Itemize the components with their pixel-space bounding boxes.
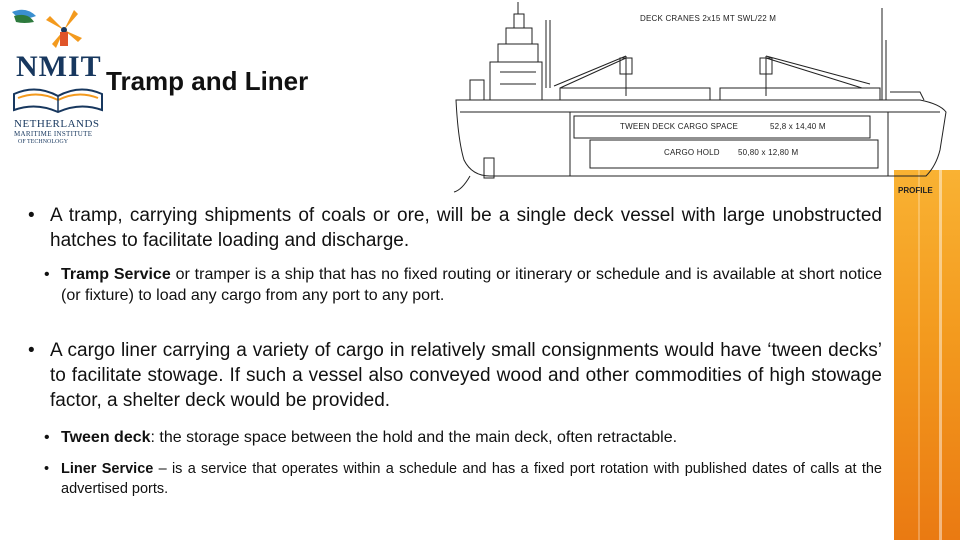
logo-country: NETHERLANDS	[14, 118, 100, 130]
logo-line2: MARITIME INSTITUTE	[14, 130, 93, 138]
definition: or tramper is a ship that has no fixed r…	[61, 266, 883, 304]
sub-bullet-text: Tramp Service or tramper is a ship that …	[44, 264, 882, 306]
ship-profile-drawing: DECK CRANES 2x15 MT SWL/22 M TWEEN DECK …	[450, 0, 960, 198]
logo-line3: OF TECHNOLOGY	[18, 139, 69, 145]
cargo-hold-label: CARGO HOLD	[664, 148, 720, 157]
profile-label: PROFILE	[898, 186, 933, 195]
cranes-label: DECK CRANES 2x15 MT SWL/22 M	[640, 14, 777, 23]
sub-bullet-tween-deck: • Tween deck: the storage space between …	[44, 427, 882, 448]
band-streak	[939, 170, 942, 540]
slide-title: Tramp and Liner	[106, 66, 309, 96]
band-streak	[918, 170, 920, 540]
bullet-cargo-liner: • A cargo liner carrying a variety of ca…	[28, 338, 882, 413]
tween-deck-label: TWEEN DECK CARGO SPACE	[620, 122, 739, 131]
definition: – is a service that operates within a sc…	[61, 461, 882, 497]
sub-bullet-liner-service: • Liner Service – is a service that oper…	[44, 459, 882, 499]
tween-deck-dims: 52,8 x 14,40 M	[770, 122, 826, 131]
logo-wordmark: NMIT	[16, 50, 102, 83]
orange-side-band	[894, 170, 960, 540]
definition: : the storage space between the hold and…	[150, 429, 678, 446]
sub-bullet-text: Tween deck: the storage space between th…	[44, 427, 882, 448]
cargo-ship-icon	[453, 2, 947, 193]
term: Tween deck	[61, 429, 151, 446]
sub-bullet-text: Liner Service – is a service that operat…	[44, 459, 882, 499]
bullet-glyph: •	[28, 205, 35, 226]
bullet-glyph: •	[44, 461, 50, 477]
sub-bullet-tramp-service: • Tramp Service or tramper is a ship tha…	[44, 264, 882, 306]
bullet-glyph: •	[44, 429, 50, 446]
cargo-hold-dims: 50,80 x 12,80 M	[738, 148, 799, 157]
windmill-logo-icon	[12, 9, 82, 48]
nmit-logo: NMIT NETHERLANDS MARITIME INSTITUTE OF T…	[6, 6, 106, 146]
bullet-tramp: • A tramp, carrying shipments of coals o…	[28, 203, 882, 253]
bullet-glyph: •	[44, 266, 50, 283]
bullet-text: A tramp, carrying shipments of coals or …	[50, 205, 882, 251]
term: Tramp Service	[61, 266, 171, 283]
term: Liner Service	[61, 461, 154, 477]
bullet-glyph: •	[28, 340, 35, 361]
bullet-text: A cargo liner carrying a variety of carg…	[50, 340, 882, 411]
open-book-icon	[13, 88, 103, 114]
